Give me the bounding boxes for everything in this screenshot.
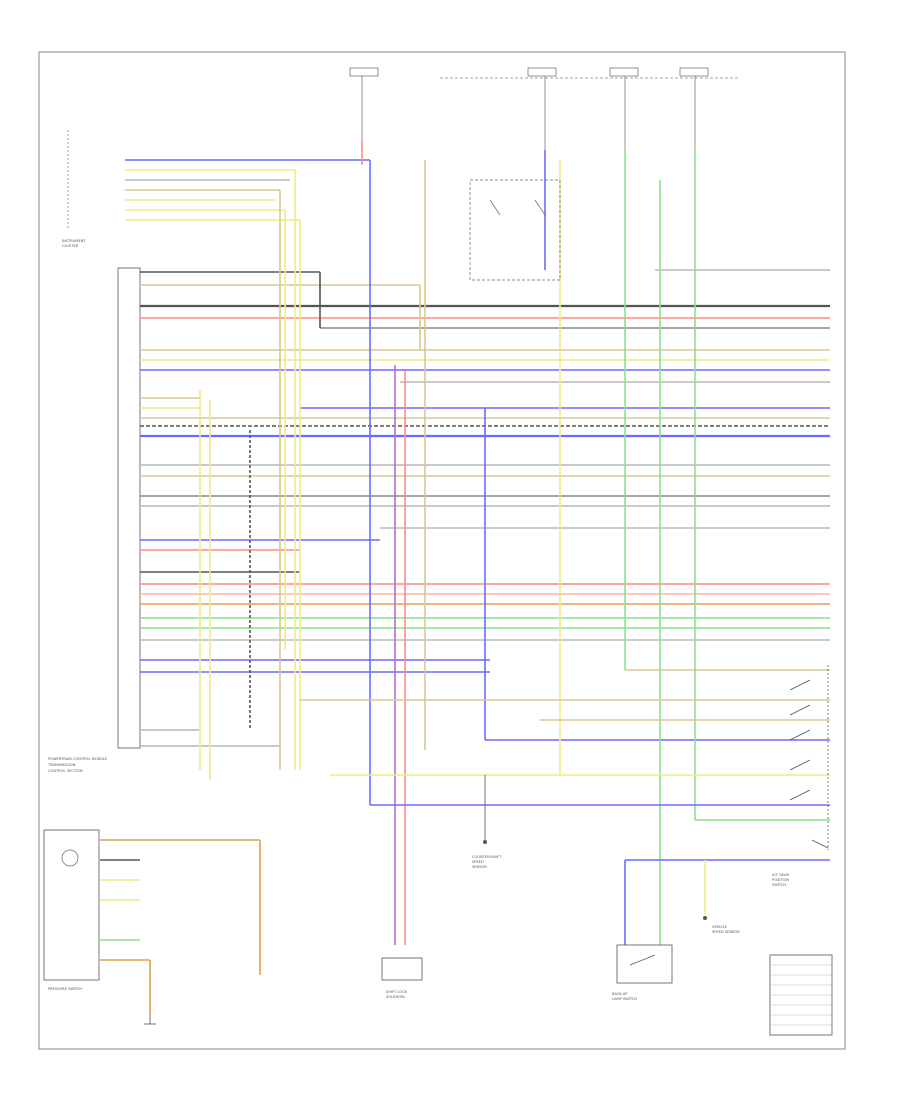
vehicle-speed-sensor: VEHICLE SPEED SENSOR: [703, 916, 740, 934]
shift-lock-solenoid: SHIFT LOCK SOLENOID: [381, 957, 423, 999]
relay-cluster: [469, 179, 561, 281]
horizontal-wires: [125, 159, 830, 747]
countershaft-sensor: COUNTERSHAFT SPEED SENSOR: [472, 775, 502, 869]
backup-lamp-label: BACK-UP: [612, 992, 628, 996]
instrument-cluster-label-2: CLUSTER: [62, 244, 79, 248]
vertical-wires: [199, 140, 830, 945]
diagram-frame: [38, 51, 846, 1050]
instrument-cluster-block: INSTRUMENT CLUSTER: [62, 130, 86, 248]
ecm-line-2: CONTROL SECTION: [48, 769, 83, 773]
range-switch-label-1: A/T GEAR: [772, 873, 790, 877]
instrument-cluster-label: INSTRUMENT: [62, 239, 86, 243]
pressure-switch-label: PRESSURE SWITCH: [48, 987, 82, 991]
backup-lamp-label-2: LAMP SWITCH: [612, 997, 637, 1001]
sensor-label-1: COUNTERSHAFT: [472, 855, 502, 859]
ground-symbol: [144, 1018, 156, 1025]
pressure-switch-block: PRESSURE SWITCH: [43, 829, 261, 1018]
sensor-label-3: SENSOR: [472, 865, 487, 869]
shift-lock-label: SHIFT LOCK: [386, 990, 408, 994]
ecm-label: POWERTRAIN CONTROL MODULE: [48, 757, 108, 761]
range-switch-label-3: SWITCH: [772, 883, 786, 887]
ecm-connector: [117, 267, 141, 749]
backup-lamp-switch: BACK-UP LAMP SWITCH: [612, 944, 673, 1001]
fuse-boxes: [349, 67, 709, 150]
range-switch: A/T GEAR POSITION SWITCH: [772, 665, 829, 887]
vss-label-2: SPEED SENSOR: [712, 930, 740, 934]
sensor-label-2: SPEED: [472, 860, 484, 864]
shift-lock-label-2: SOLENOID: [386, 995, 405, 999]
switch-position-table: [769, 954, 833, 1036]
vss-label-1: VEHICLE: [712, 925, 728, 929]
ecm-line-1: TRANSMISSION: [47, 763, 76, 767]
range-switch-label-2: POSITION: [772, 878, 789, 882]
